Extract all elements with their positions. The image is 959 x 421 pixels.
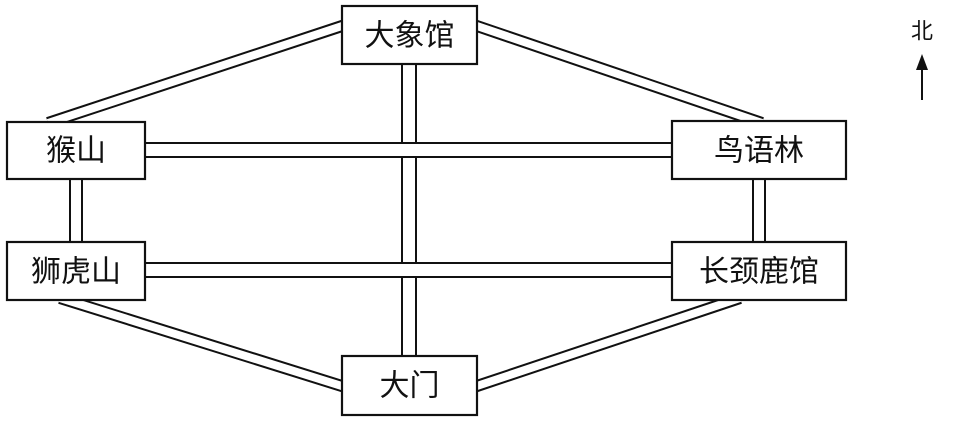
place-bird-forest: 鸟语林 — [670, 119, 848, 181]
place-lion-tiger-hill: 狮虎山 — [5, 240, 147, 302]
road-elephant-to-monkey — [46, 19, 347, 129]
road-liontiger-to-gate — [58, 292, 347, 393]
monkey-hill-label: 猴山 — [46, 134, 106, 169]
roads — [46, 19, 766, 393]
lion-tiger-hill-label: 狮虎山 — [31, 255, 121, 290]
bird-forest-label: 鸟语林 — [714, 134, 804, 169]
north-label: 北 — [911, 20, 933, 45]
road-elephant-to-bird — [472, 19, 764, 129]
compass: 北 — [911, 20, 933, 100]
place-main-gate: 大门 — [340, 354, 479, 417]
giraffe-hall-label: 长颈鹿馆 — [699, 255, 819, 290]
main-gate-label: 大门 — [380, 369, 440, 404]
place-elephant-hall: 大象馆 — [340, 4, 479, 66]
road-giraffe-to-gate — [472, 292, 742, 393]
north-arrow-icon — [916, 54, 928, 100]
place-monkey-hill: 猴山 — [5, 120, 147, 181]
place-giraffe-hall: 长颈鹿馆 — [670, 240, 848, 302]
elephant-hall-label: 大象馆 — [365, 19, 455, 54]
